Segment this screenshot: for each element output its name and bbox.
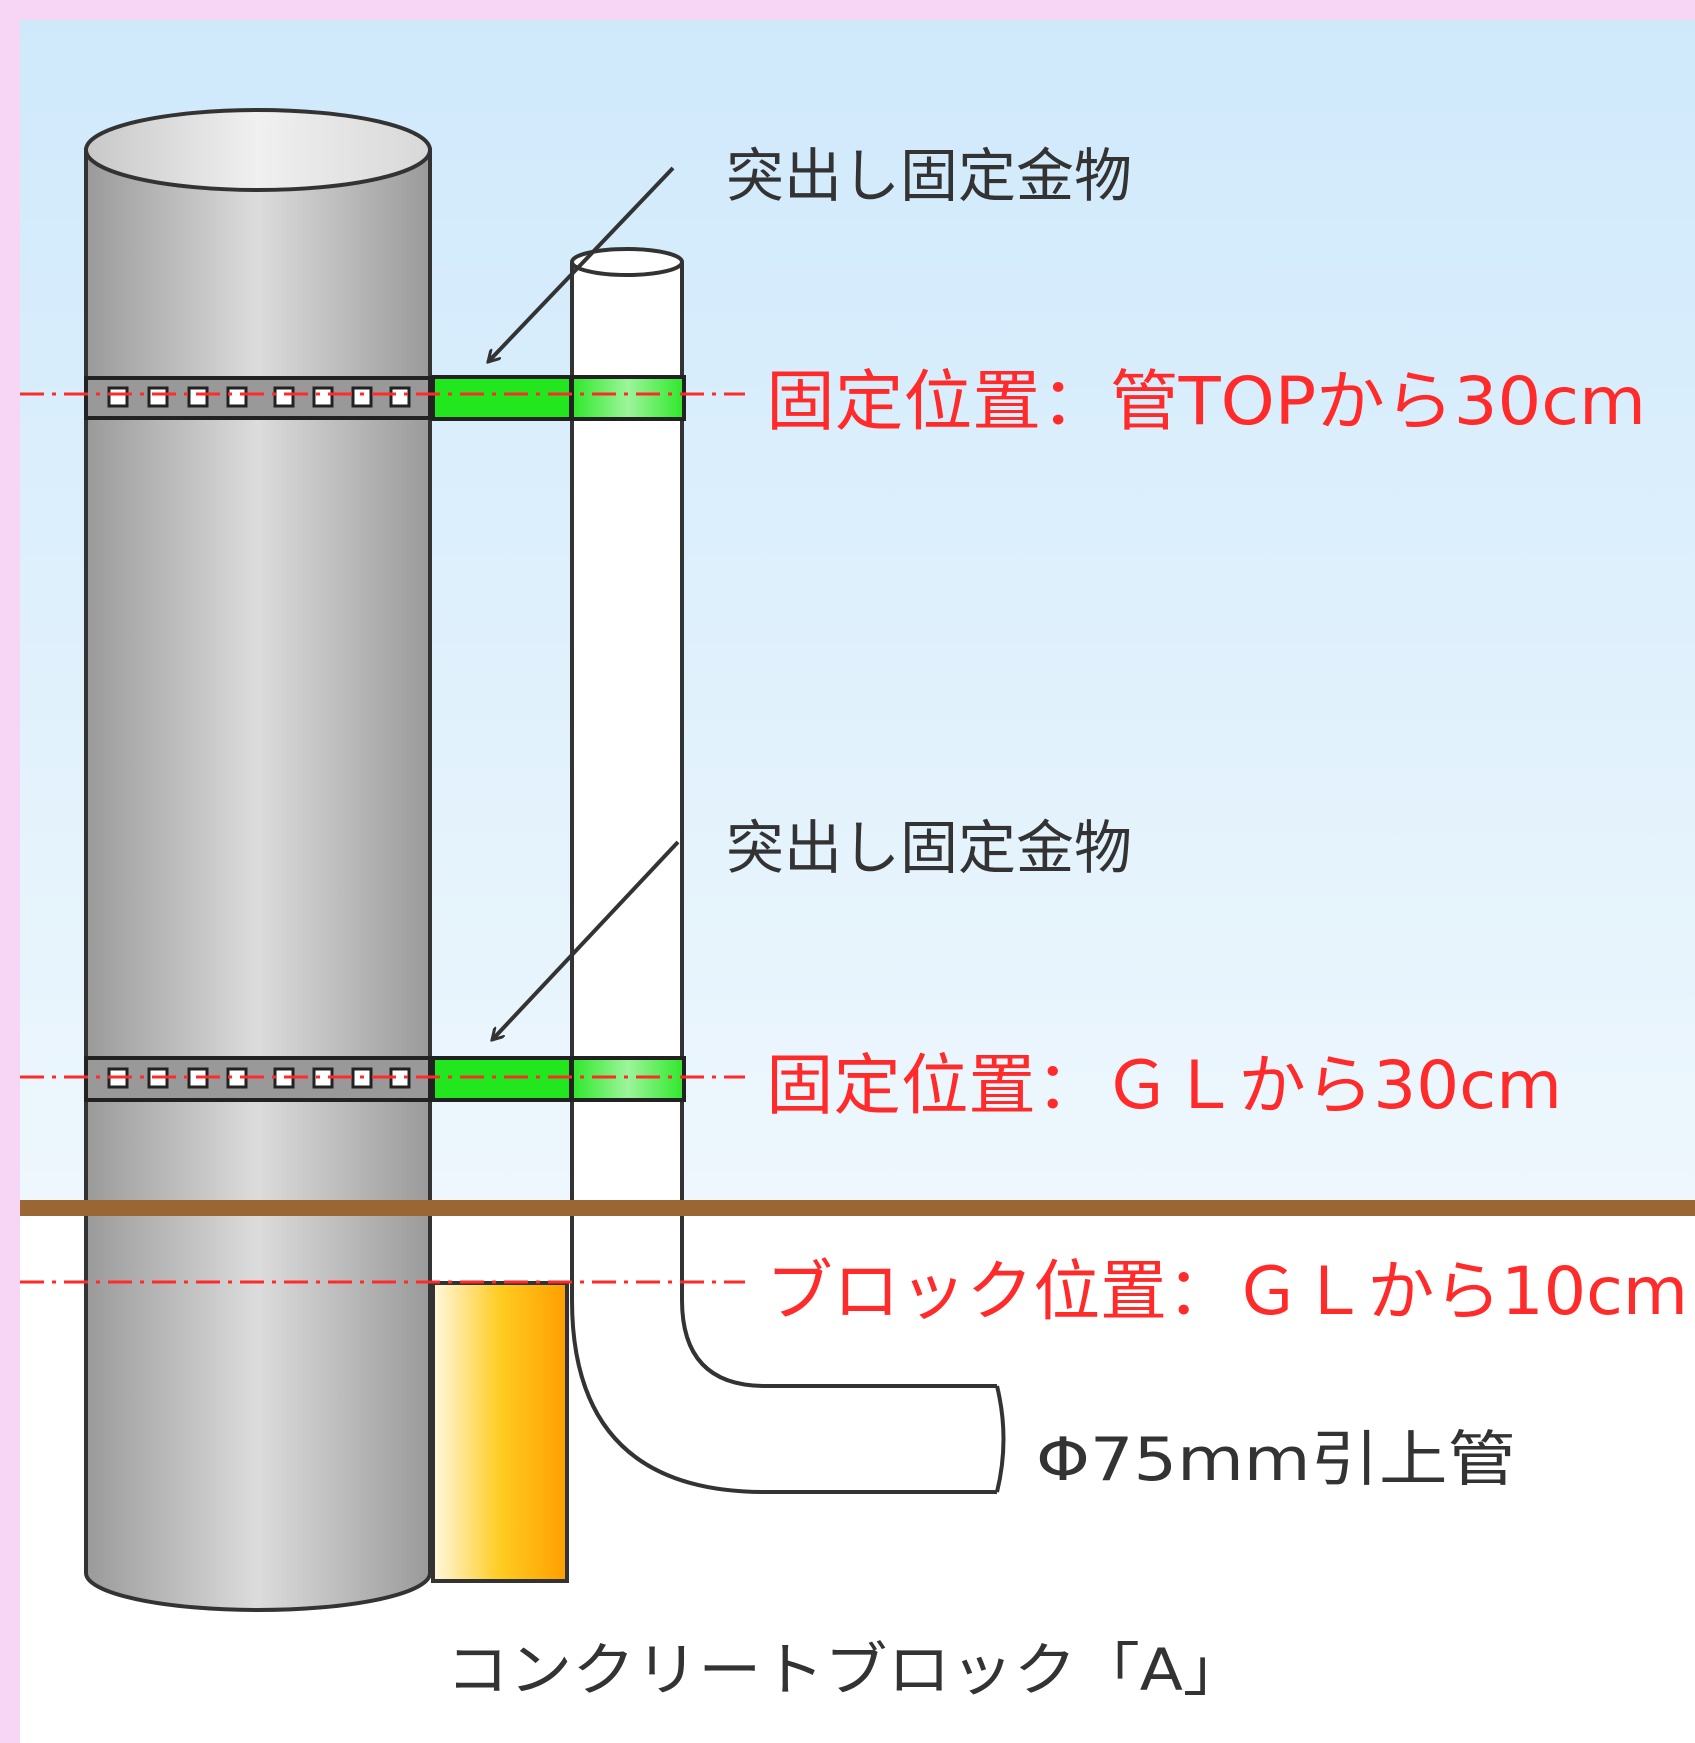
bottom-fixture-label: 突出し固定金物 <box>726 814 1132 882</box>
pipe-label: Φ75mm引上管 <box>1036 1425 1516 1495</box>
top-fixture-arrow <box>488 166 675 362</box>
lead-in-pipe <box>570 247 1006 1494</box>
block-position-label: ブロック位置：ＧＬから10cm <box>766 1253 1688 1330</box>
bottom-fixture-arrow <box>492 840 680 1040</box>
top-fixture-label: 突出し固定金物 <box>726 142 1132 210</box>
bottom-band <box>84 1056 686 1102</box>
top-band <box>84 375 686 421</box>
gl-fix-position-label: 固定位置：ＧＬから30cm <box>766 1047 1562 1124</box>
concrete-block-a <box>431 1281 569 1583</box>
concrete-pole <box>84 108 432 1612</box>
ground-line <box>20 1200 1695 1216</box>
concrete-block-label: コンクリートブロック「A」 <box>446 1636 1246 1704</box>
top-fix-position-label: 固定位置：管TOPから30cm <box>766 363 1646 440</box>
